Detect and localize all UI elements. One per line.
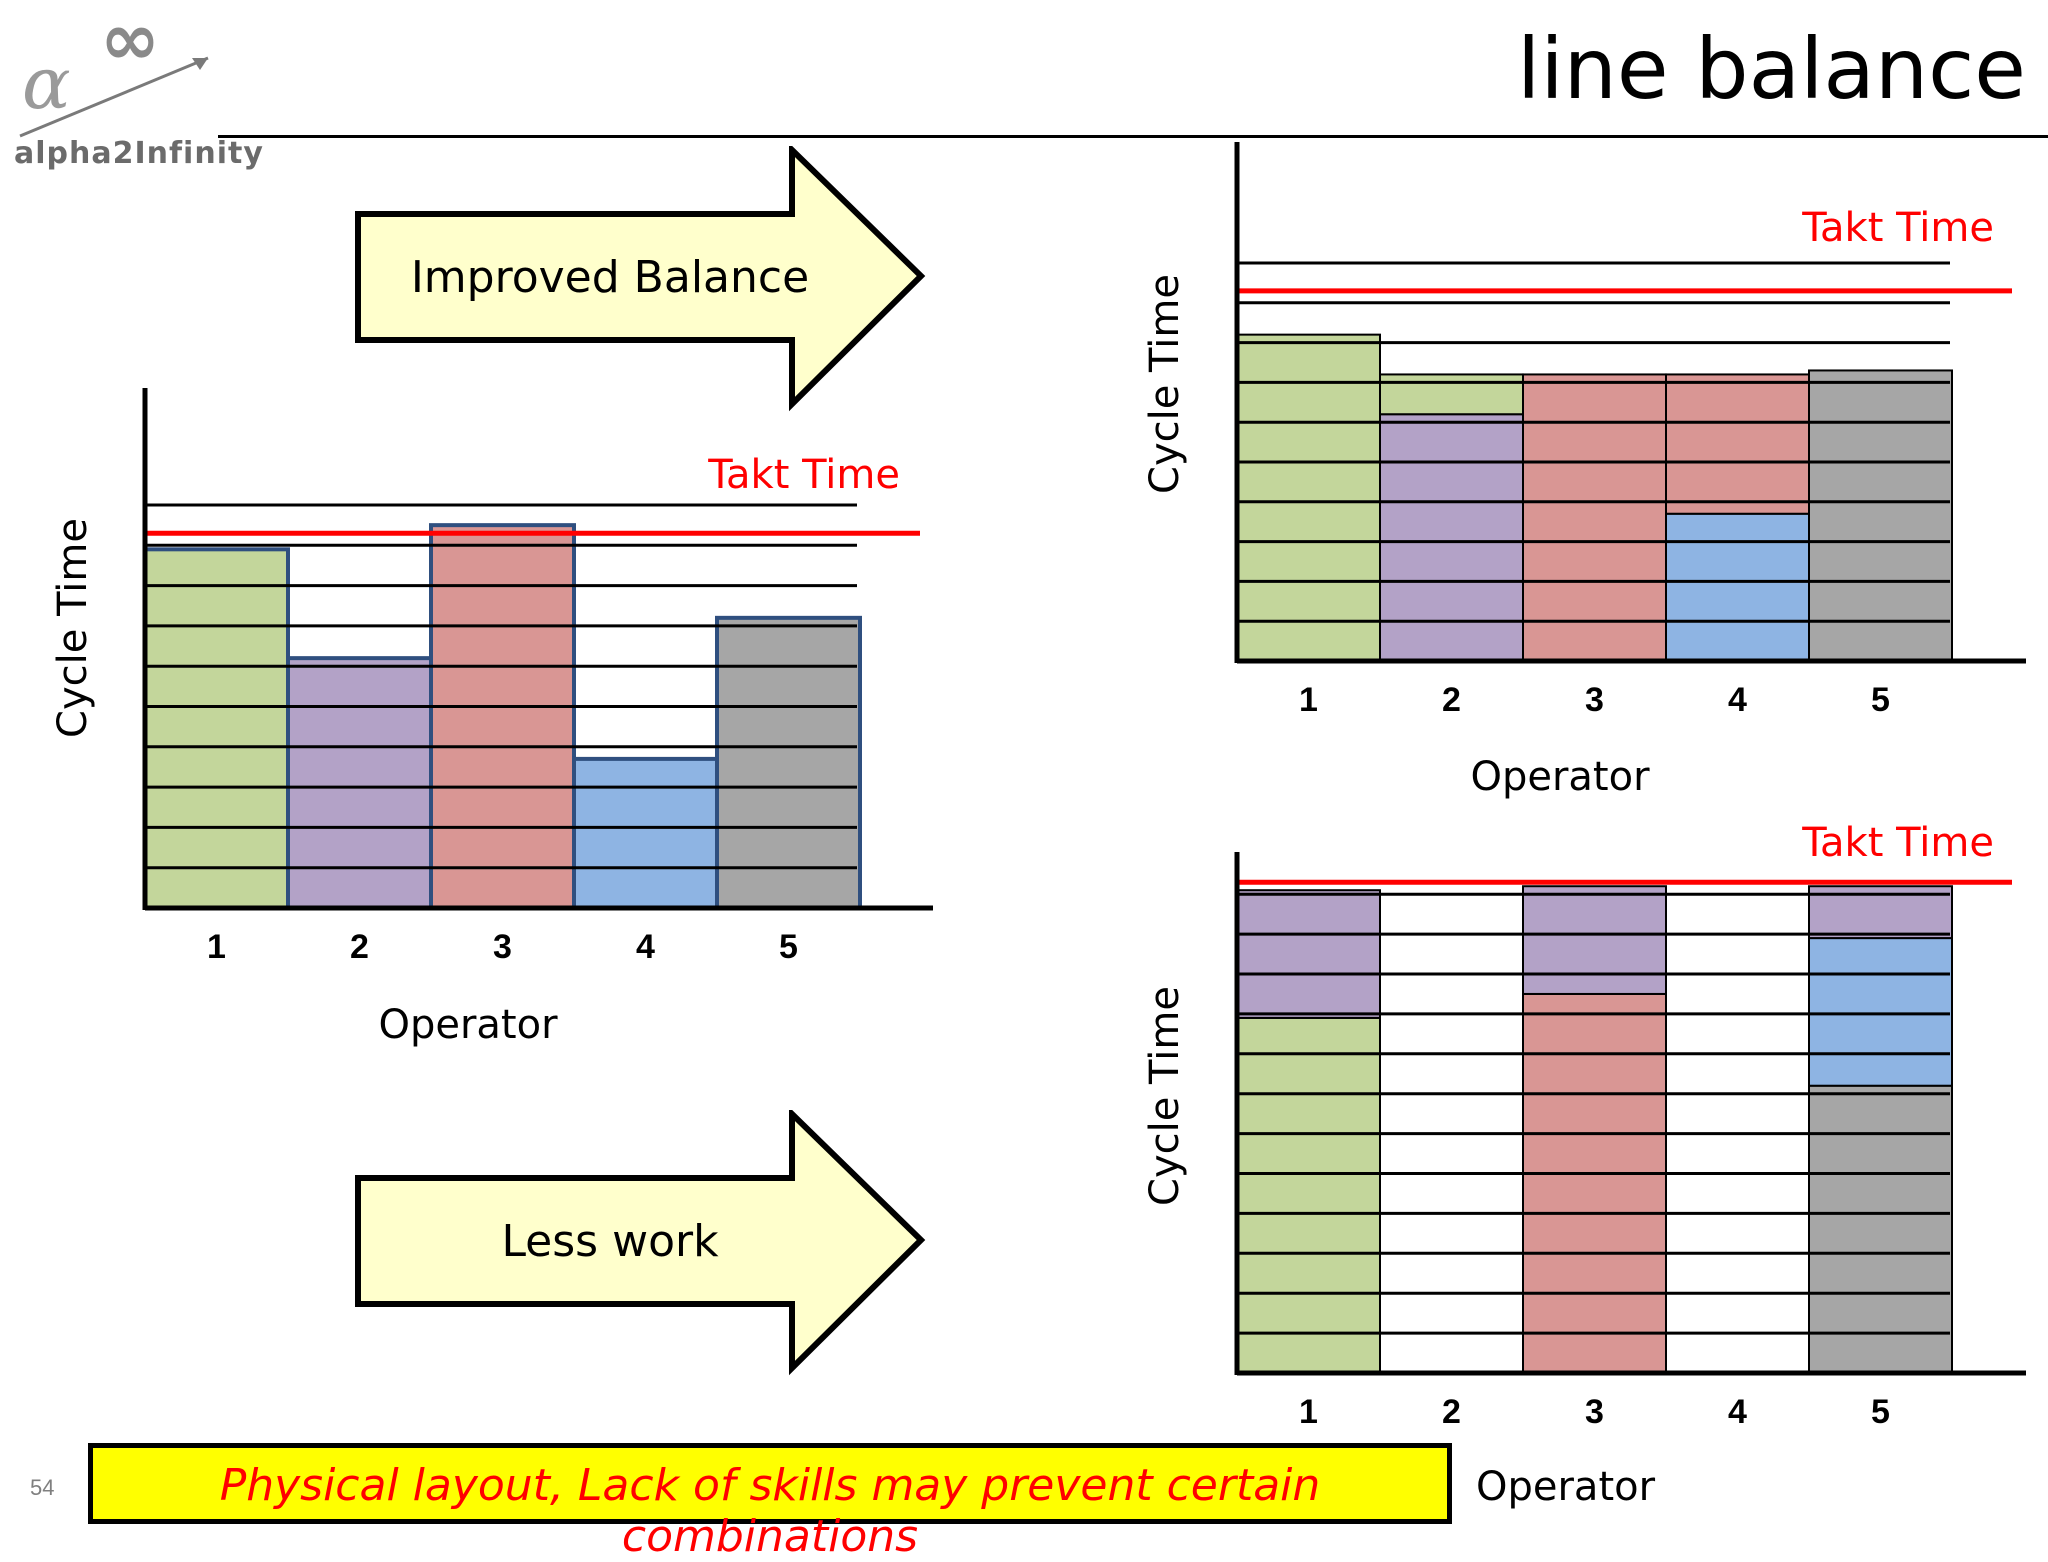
bar-segment-op3-0 — [1522, 992, 1667, 1374]
bar-segment-op2-0 — [286, 656, 433, 911]
bar-segment-op5-2 — [1808, 885, 1953, 940]
bar-segment-op4-1 — [1665, 373, 1810, 515]
takt-label: Takt Time — [1801, 205, 1994, 251]
y-axis-label: Cycle Time — [1142, 986, 1188, 1206]
tick-label-3: 3 — [493, 928, 512, 966]
tick-label-2: 2 — [1442, 681, 1461, 719]
bar-segment-op4-0 — [572, 756, 719, 911]
tick-label-4: 4 — [636, 928, 655, 966]
arrow-improved-balance — [355, 146, 926, 412]
tick-label-2: 2 — [350, 928, 369, 966]
footer-note-text: Physical layout, Lack of skills may prev… — [219, 1460, 1321, 1562]
bar-segment-op2-0 — [1379, 413, 1524, 662]
bar-segment-op1-1 — [1236, 889, 1381, 1019]
takt-label: Takt Time — [1801, 820, 1994, 866]
tick-label-5: 5 — [1871, 1393, 1890, 1431]
y-axis-label: Cycle Time — [50, 518, 96, 738]
tick-label-2: 2 — [1442, 1393, 1461, 1431]
page-number: 54 — [30, 1475, 55, 1500]
tick-label-4: 4 — [1728, 681, 1747, 719]
footer-note-box: Physical layout, Lack of skills may prev… — [88, 1443, 1452, 1562]
arrow-less-work — [355, 1110, 926, 1376]
x-axis-label: Operator — [1470, 754, 1650, 800]
bar-segment-op5-0 — [715, 615, 862, 911]
bar-segment-op5-1 — [1808, 937, 1953, 1087]
arrow-less-label: Less work — [501, 1216, 719, 1267]
tick-label-3: 3 — [1585, 1393, 1604, 1431]
footer-operator-label: Operator — [1476, 1464, 1656, 1510]
bar-segment-op5-0 — [1808, 369, 1953, 662]
arrow-improved-label: Improved Balance — [410, 252, 810, 303]
tick-label-1: 1 — [1299, 681, 1318, 719]
logo-text: alpha2Infinity — [14, 136, 264, 171]
bar-segment-op3-0 — [1522, 373, 1667, 662]
bar-segment-op2-1 — [1379, 373, 1524, 416]
x-axis-label: Operator — [378, 1002, 558, 1048]
tick-label-1: 1 — [207, 928, 226, 966]
bar-segment-op5-0 — [1808, 1084, 1953, 1374]
takt-label: Takt Time — [707, 452, 900, 498]
bar-segment-op4-0 — [1665, 512, 1810, 662]
y-axis-label: Cycle Time — [1142, 274, 1188, 494]
slide-title: line balance — [1516, 20, 2026, 118]
svg-text:α: α — [22, 41, 71, 125]
logo: α ∞ — [19, 8, 209, 138]
tick-label-3: 3 — [1585, 681, 1604, 719]
bar-segment-op1-0 — [1236, 1016, 1381, 1374]
title-rule — [218, 135, 2048, 138]
tick-label-5: 5 — [1871, 681, 1890, 719]
tick-label-5: 5 — [779, 928, 798, 966]
bar-segment-op1-0 — [1236, 333, 1381, 662]
svg-text:∞: ∞ — [100, 8, 160, 81]
bar-segment-op3-0 — [429, 523, 576, 911]
tick-label-1: 1 — [1299, 1393, 1318, 1431]
bar-segment-op3-1 — [1522, 885, 1667, 995]
bar-segment-op1-0 — [143, 547, 290, 911]
tick-label-4: 4 — [1728, 1393, 1747, 1431]
